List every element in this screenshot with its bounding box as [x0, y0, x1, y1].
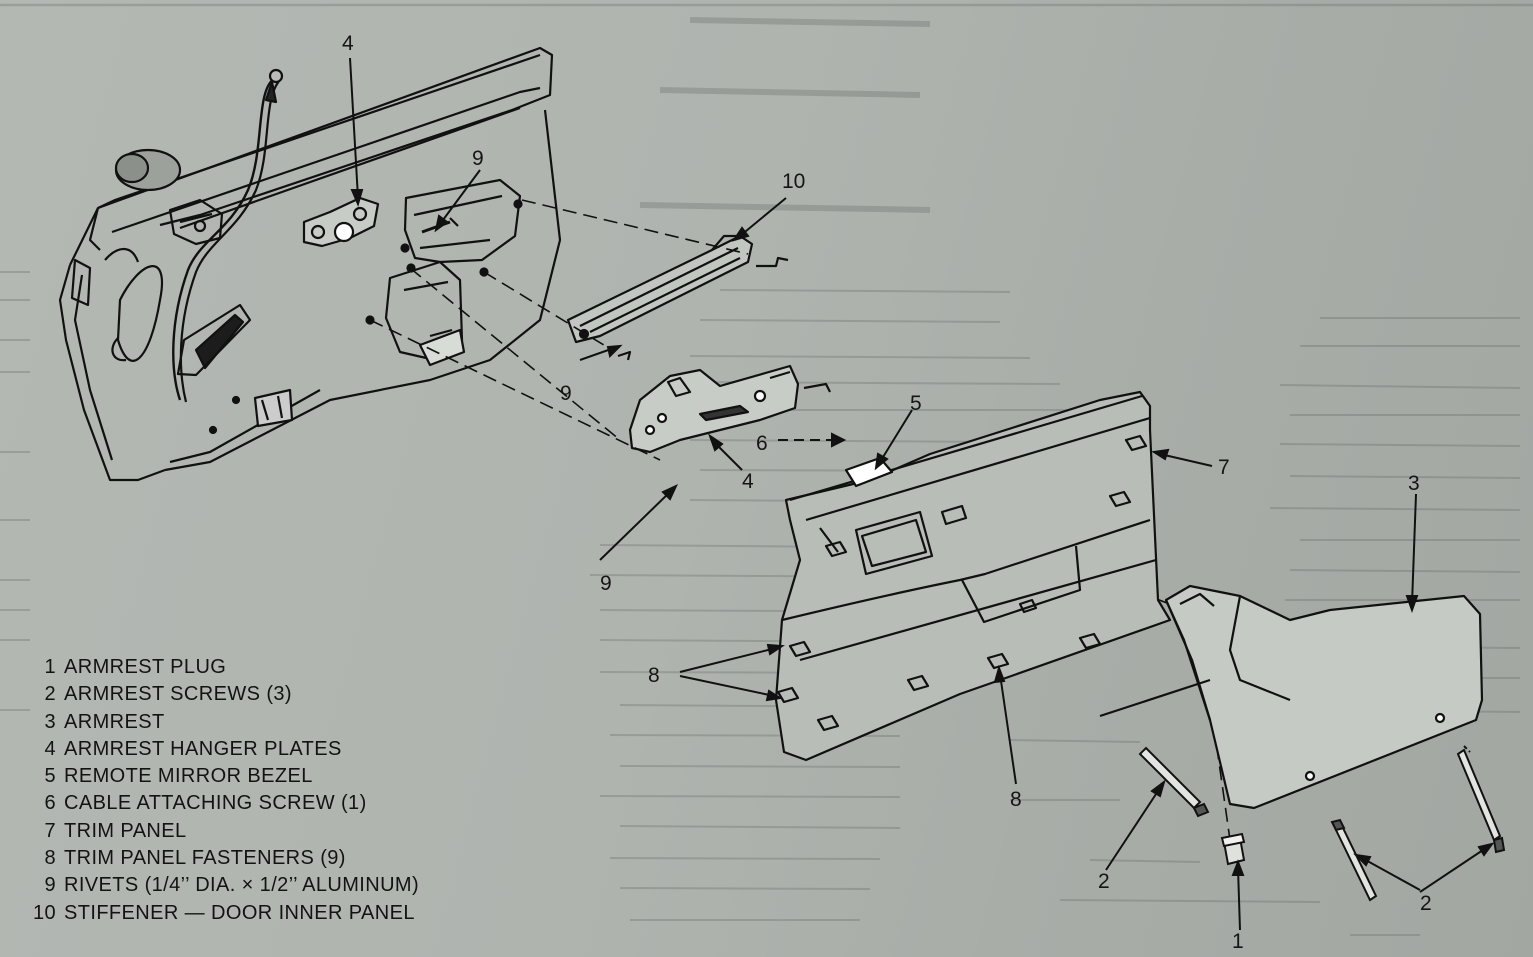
armrest-plug-part: [1220, 832, 1246, 866]
hanger-plate-part: [617, 350, 831, 454]
armrest-part: [1099, 584, 1484, 810]
callout-3: 3: [1408, 472, 1420, 495]
callout-8-left: 8: [648, 664, 660, 687]
door-inner-panel: [58, 46, 562, 482]
callout-6: 6: [756, 432, 768, 455]
callout-9-mid: 9: [560, 382, 572, 405]
callout-10: 10: [782, 170, 805, 193]
callout-9-top: 9: [472, 147, 484, 170]
callout-labels: 4 9 10 9 5 6 4 7 3 9 8 8 2 1 2: [342, 32, 1432, 953]
armrest-screws-part: [1138, 745, 1506, 902]
callout-5: 5: [910, 392, 922, 415]
leader-lines: [349, 57, 1495, 931]
callout-8-low: 8: [1010, 788, 1022, 811]
callout-2-right: 2: [1420, 892, 1432, 915]
callout-9-low: 9: [600, 572, 612, 595]
callout-4-top: 4: [342, 32, 354, 55]
callout-7: 7: [1218, 456, 1230, 479]
callout-1: 1: [1232, 930, 1244, 953]
bleed-through-text: [0, 3, 1533, 936]
stiffener-part: [566, 234, 789, 344]
callout-2-left: 2: [1098, 870, 1110, 893]
callout-4-mid: 4: [742, 470, 754, 493]
trim-panel-part: [774, 390, 1172, 762]
